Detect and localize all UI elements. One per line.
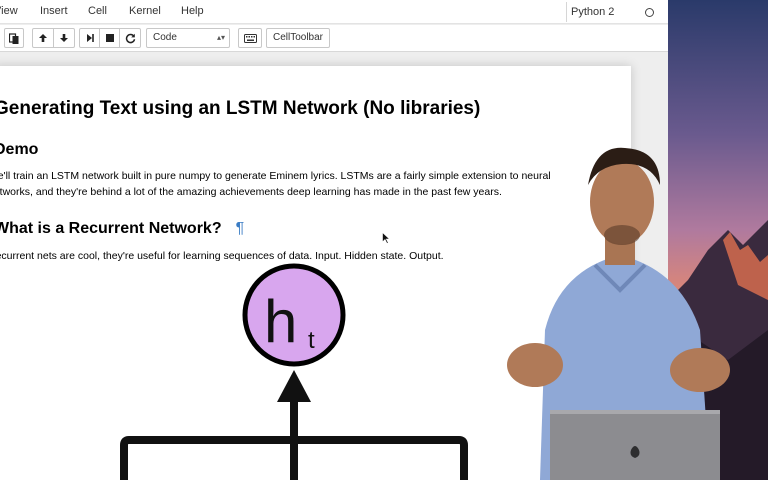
hidden-state-node bbox=[242, 263, 346, 367]
mouse-cursor-icon bbox=[382, 232, 390, 244]
kernel-name: Python 2 bbox=[571, 6, 615, 18]
menu-help[interactable]: Help bbox=[181, 5, 204, 17]
node-letter: h bbox=[264, 288, 297, 355]
run-button[interactable] bbox=[79, 28, 100, 48]
stop-icon bbox=[105, 34, 114, 42]
rnn-paragraph: Recurrent nets are cool, they're useful … bbox=[0, 250, 444, 262]
node-subscript: t bbox=[308, 327, 315, 354]
move-down-icon bbox=[60, 34, 68, 42]
menu-view[interactable]: View bbox=[0, 5, 18, 17]
menu-bar: View Insert Cell Kernel Help Python 2 bbox=[0, 0, 668, 24]
presenter-video bbox=[507, 147, 730, 480]
demo-heading: Demo bbox=[0, 141, 39, 158]
paste-button[interactable] bbox=[4, 28, 24, 48]
toolbar: Code ▴▾ CellToolbar bbox=[0, 25, 668, 52]
cell-type-select[interactable]: Code ▴▾ bbox=[146, 28, 230, 48]
menu-kernel[interactable]: Kernel bbox=[129, 5, 161, 17]
keyboard-icon bbox=[243, 33, 257, 43]
menu-insert[interactable]: Insert bbox=[40, 5, 68, 17]
select-arrows-icon: ▴▾ bbox=[216, 33, 225, 42]
kernel-indicator[interactable]: Python 2 bbox=[566, 2, 664, 22]
move-down-button[interactable] bbox=[53, 28, 75, 48]
restart-icon bbox=[125, 33, 135, 43]
anchor-link[interactable]: ¶ bbox=[235, 220, 245, 237]
move-up-icon bbox=[39, 34, 47, 42]
rnn-heading-text: What is a Recurrent Network? bbox=[0, 220, 222, 237]
cell-type-value: Code bbox=[153, 32, 177, 43]
command-palette-button[interactable] bbox=[238, 28, 262, 48]
celltoolbar-button[interactable]: CellToolbar bbox=[266, 28, 330, 48]
move-up-button[interactable] bbox=[32, 28, 54, 48]
page-title: Generating Text using an LSTM Network (N… bbox=[0, 98, 481, 119]
menu-cell[interactable]: Cell bbox=[88, 5, 107, 17]
run-icon bbox=[86, 34, 94, 42]
output-arrow-icon bbox=[277, 370, 311, 402]
restart-button[interactable] bbox=[119, 28, 141, 48]
rnn-heading: What is a Recurrent Network? ¶ bbox=[0, 220, 244, 238]
paste-icon bbox=[9, 32, 19, 44]
notebook-window: View Insert Cell Kernel Help Python 2 bbox=[0, 0, 668, 480]
demo-paragraph: We'll train an LSTM network built in pur… bbox=[0, 170, 551, 198]
stop-button[interactable] bbox=[99, 28, 120, 48]
kernel-idle-icon bbox=[645, 8, 654, 17]
rnn-diagram: h t bbox=[120, 263, 468, 480]
notebook-page: Generating Text using an LSTM Network (N… bbox=[0, 66, 631, 480]
